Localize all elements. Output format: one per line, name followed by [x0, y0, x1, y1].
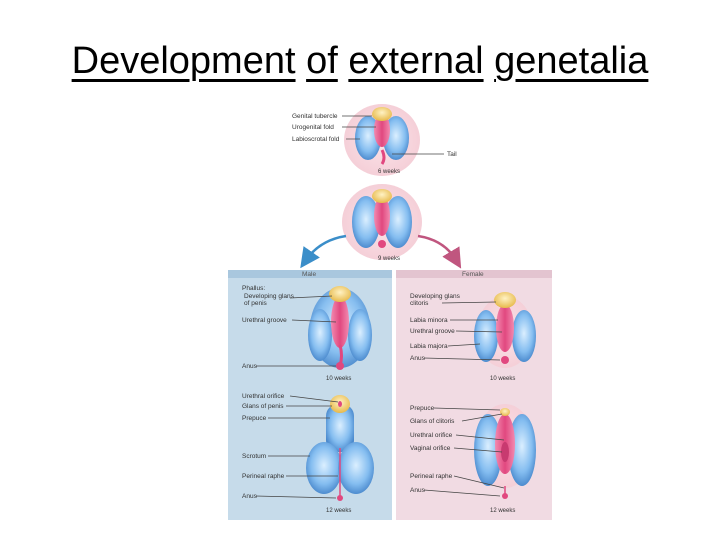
label-genital-tubercle: Genital tubercle	[292, 113, 338, 120]
female-label-stage-10-weeks: 10 weeks	[490, 376, 515, 382]
male-label-anus: Anus	[242, 363, 258, 370]
male-label-perineal-raphe: Perineal raphe	[242, 473, 285, 480]
male-label-anus-2: Anus	[242, 493, 258, 500]
female-label-prepuce: Prepuce	[410, 405, 435, 412]
title-word-genetalia: genetalia	[494, 40, 649, 82]
female-label-glans-of-clitoris: Glans of clitoris	[410, 418, 455, 425]
label-urogenital-fold: Urogenital fold	[292, 124, 334, 131]
male-10-weeks-illustration	[308, 286, 372, 370]
male-label-glans-2: of penis	[244, 300, 268, 307]
male-12-weeks-illustration	[306, 395, 374, 501]
female-label-labia-majora: Labia majora	[410, 343, 448, 350]
arrow-to-female	[417, 234, 462, 269]
label-stage-9-weeks: 9 weeks	[378, 256, 400, 262]
female-panel: Female Developing glans clitoris Labia m…	[396, 270, 552, 520]
male-panel: Male Phallus: Developing glans of penis …	[228, 270, 392, 520]
male-label-urethral-orifice: Urethral orifice	[242, 393, 285, 400]
male-label-glans-of-penis: Glans of penis	[242, 403, 284, 410]
male-label-stage-12-weeks: 12 weeks	[326, 508, 351, 514]
female-label-stage-12-weeks: 12 weeks	[490, 508, 515, 514]
female-header: Female	[462, 271, 484, 278]
male-label-prepuce: Prepuce	[242, 415, 267, 422]
stage-6-weeks-illustration	[344, 104, 420, 176]
male-label-scrotum: Scrotum	[242, 453, 266, 460]
female-label-labia-minora: Labia minora	[410, 317, 448, 324]
title-word-of: of	[306, 40, 338, 82]
male-header: Male	[302, 271, 316, 278]
female-label-urethral-orifice: Urethral orifice	[410, 432, 453, 439]
female-12-weeks-illustration	[474, 404, 536, 499]
male-label-stage-10-weeks: 10 weeks	[326, 376, 351, 382]
female-label-glans-2: clitoris	[410, 300, 429, 307]
slide-title: Development of external genetalia	[0, 40, 720, 83]
female-label-urethral-groove: Urethral groove	[410, 328, 455, 335]
label-stage-6-weeks: 6 weeks	[378, 169, 400, 175]
female-label-glans: Developing glans	[410, 293, 461, 300]
stage-6-weeks-labels: Genital tubercle Urogenital fold Labiosc…	[292, 113, 457, 175]
male-label-glans: Developing glans	[244, 293, 295, 300]
arrow-to-male	[300, 234, 347, 269]
title-word-external: external	[348, 40, 484, 82]
label-labioscrotal-fold: Labioscrotal fold	[292, 136, 340, 143]
label-tail: Tail	[447, 151, 457, 158]
title-word-development: Development	[71, 40, 296, 82]
male-label-phallus: Phallus:	[242, 285, 265, 292]
female-label-anus-2: Anus	[410, 487, 426, 494]
female-label-vaginal-orifice: Vaginal orifice	[410, 445, 451, 452]
female-label-perineal-raphe: Perineal raphe	[410, 473, 453, 480]
stage-9-weeks-illustration	[342, 184, 422, 260]
female-10-weeks-illustration	[474, 292, 536, 368]
female-label-anus: Anus	[410, 355, 426, 362]
male-label-urethral-groove: Urethral groove	[242, 317, 287, 324]
